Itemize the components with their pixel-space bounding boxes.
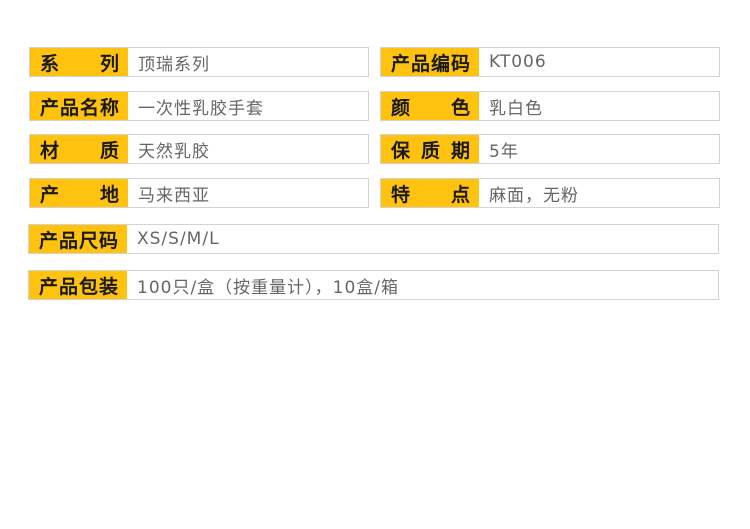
label-char: 特 (391, 183, 411, 206)
label-char: 地 (99, 183, 119, 206)
label-char: 列 (99, 52, 119, 75)
label-char: 码 (98, 229, 118, 252)
spec-value-features: 麻面，无粉 (489, 185, 579, 206)
spec-value-shelf-life: 5年 (489, 141, 519, 162)
spec-label-shelf-life: 保 质 期 (381, 135, 479, 163)
label-char: 点 (450, 183, 470, 206)
label-char: 编 (430, 52, 450, 75)
spec-row-origin: 产 地 马来西亚 (29, 178, 369, 208)
label-char: 品 (58, 275, 78, 298)
spec-row-product-name: 产 品 名 称 一次性乳胶手套 (29, 91, 369, 121)
label-char: 材 (40, 139, 60, 162)
spec-label-product-code: 产 品 编 码 (381, 48, 479, 76)
spec-value-color: 乳白色 (489, 98, 543, 119)
label-char: 质 (420, 139, 440, 162)
label-char: 包 (78, 275, 98, 298)
spec-label-packaging: 产 品 包 装 (29, 271, 127, 299)
label-char: 称 (99, 96, 119, 119)
spec-label-series: 系 列 (30, 48, 128, 76)
spec-value-product-name: 一次性乳胶手套 (138, 98, 264, 119)
label-char: 颜 (391, 96, 411, 119)
spec-value-series: 顶瑞系列 (138, 54, 210, 75)
label-char: 产 (391, 52, 411, 75)
label-char: 保 (391, 139, 411, 162)
spec-row-product-code: 产 品 编 码 KT006 (380, 47, 720, 77)
spec-label-features: 特 点 (381, 179, 479, 207)
label-char: 产 (40, 183, 60, 206)
label-char: 品 (58, 229, 78, 252)
spec-row-series: 系 列 顶瑞系列 (29, 47, 369, 77)
spec-label-product-name: 产 品 名 称 (30, 92, 128, 120)
spec-row-packaging: 产 品 包 装 100只/盒（按重量计），10盒/箱 (28, 270, 719, 300)
spec-label-origin: 产 地 (30, 179, 128, 207)
label-char: 名 (79, 96, 99, 119)
spec-row-material: 材 质 天然乳胶 (29, 134, 369, 164)
spec-row-features: 特 点 麻面，无粉 (380, 178, 720, 208)
label-char: 系 (40, 52, 60, 75)
label-char: 色 (450, 96, 470, 119)
spec-label-color: 颜 色 (381, 92, 479, 120)
label-char: 产 (39, 275, 59, 298)
spec-value-material: 天然乳胶 (138, 141, 210, 162)
spec-value-product-code: KT006 (489, 52, 547, 72)
label-char: 期 (450, 139, 470, 162)
label-char: 码 (450, 52, 470, 75)
label-char: 品 (59, 96, 79, 119)
spec-row-color: 颜 色 乳白色 (380, 91, 720, 121)
spec-label-sizes: 产 品 尺 码 (29, 225, 127, 253)
spec-row-sizes: 产 品 尺 码 XS/S/M/L (28, 224, 719, 254)
label-char: 尺 (78, 229, 98, 252)
spec-value-packaging: 100只/盒（按重量计），10盒/箱 (137, 277, 400, 298)
spec-value-sizes: XS/S/M/L (137, 229, 220, 249)
label-char: 产 (40, 96, 60, 119)
label-char: 装 (98, 275, 118, 298)
label-char: 产 (39, 229, 59, 252)
label-char: 质 (99, 139, 119, 162)
label-char: 品 (410, 52, 430, 75)
spec-row-shelf-life: 保 质 期 5年 (380, 134, 720, 164)
spec-value-origin: 马来西亚 (138, 185, 210, 206)
spec-label-material: 材 质 (30, 135, 128, 163)
